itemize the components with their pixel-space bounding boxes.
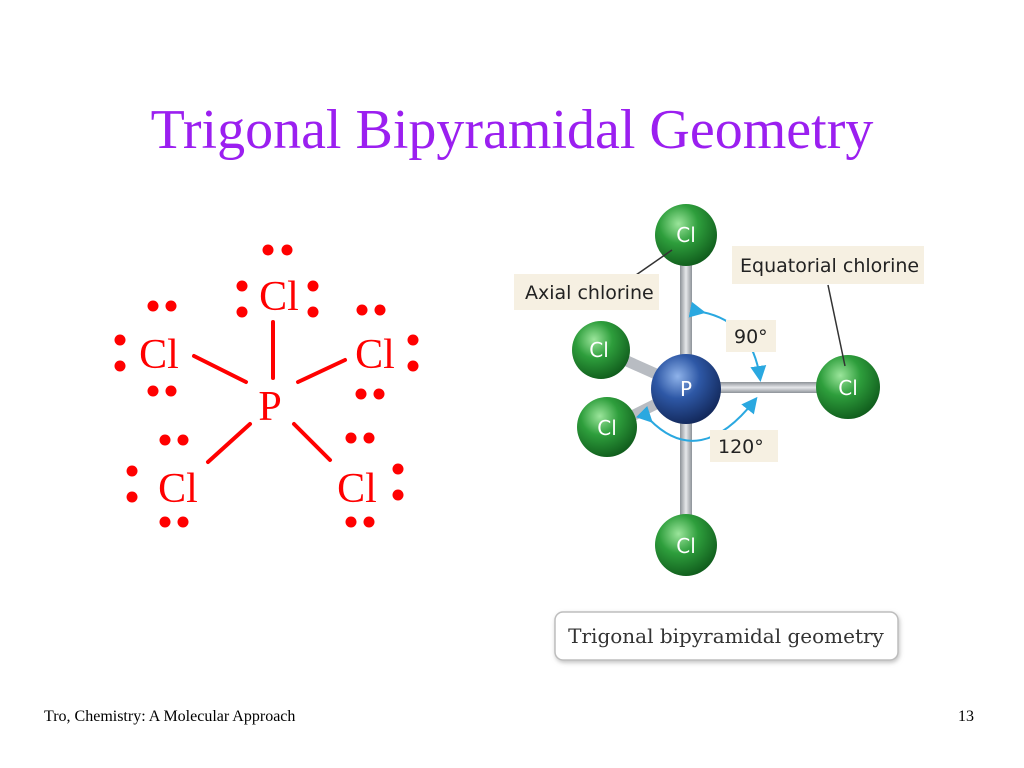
equatorial-chlorine-text: Equatorial chlorine xyxy=(740,255,919,277)
angle-90-label: 90° xyxy=(726,320,776,352)
cl-equatorial-upper-left-atom xyxy=(572,321,630,379)
lewis-lone-pairs xyxy=(114,244,419,528)
lewis-bond-lower-left xyxy=(206,422,252,464)
lewis-bond-upper-left xyxy=(192,354,248,384)
geometry-caption: Trigonal bipyramidal geometry xyxy=(554,611,899,661)
axial-callout-line xyxy=(635,249,673,276)
cl-axial-top-label: Cl xyxy=(676,223,696,247)
lewis-cl-upper-right: Cl xyxy=(355,332,395,378)
cl-equatorial-right-atom xyxy=(816,355,880,419)
lewis-cl-lower-left: Cl xyxy=(158,466,198,512)
geometry-caption-text: Trigonal bipyramidal geometry xyxy=(568,624,884,648)
footer-source: Tro, Chemistry: A Molecular Approach xyxy=(44,708,296,725)
lewis-cl-lower-right: Cl xyxy=(337,466,377,512)
bond-axial-bottom xyxy=(680,400,692,530)
angle-120-label: 120° xyxy=(710,430,778,462)
cl-equatorial-right-label: Cl xyxy=(838,376,858,400)
lewis-cl-top: Cl xyxy=(259,274,299,320)
bond-equatorial-right xyxy=(715,382,825,393)
cl-equatorial-upper-left-label: Cl xyxy=(589,338,609,362)
cl-axial-bottom-label: Cl xyxy=(676,534,696,558)
axial-chlorine-label: Axial chlorine xyxy=(514,274,659,310)
angle-120-arrow xyxy=(635,396,758,442)
lewis-structure: P Cl Cl Cl Cl Cl xyxy=(114,244,419,528)
angle-90-text: 90° xyxy=(734,326,768,348)
angle-120-text: 120° xyxy=(718,436,764,458)
lewis-bond-lower-right xyxy=(292,422,332,462)
p-central-atom xyxy=(651,354,721,424)
cl-equatorial-lower-left-label: Cl xyxy=(597,416,617,440)
page-number: 13 xyxy=(958,708,974,725)
lewis-bond-upper-right xyxy=(296,358,347,384)
equatorial-chlorine-label: Equatorial chlorine xyxy=(732,246,924,284)
slide-title: Trigonal Bipyramidal Geometry xyxy=(150,99,874,161)
ball-and-stick-model: Cl Cl Cl Cl Cl P Axial chlorine Equatori… xyxy=(514,204,924,661)
lewis-central-atom: P xyxy=(258,384,281,430)
cl-axial-bottom-atom xyxy=(655,514,717,576)
cl-equatorial-lower-left-atom xyxy=(577,397,637,457)
equatorial-callout-line xyxy=(827,284,846,367)
p-central-label: P xyxy=(680,377,692,401)
lewis-bonds xyxy=(192,320,347,464)
lewis-cl-upper-left: Cl xyxy=(139,332,179,378)
axial-chlorine-text: Axial chlorine xyxy=(525,282,654,304)
